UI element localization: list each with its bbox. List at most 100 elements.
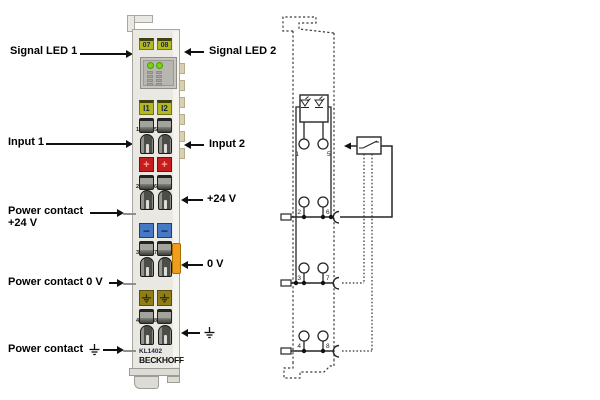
arrowhead-0v [181,261,188,269]
led-diode-symbol [300,96,311,108]
label-power-contact-24v-line1: Power contact [8,205,84,217]
schematic-number-2: 2 [297,209,301,216]
plus-marker-left: + [139,157,154,172]
schematic-number-4: 4 [297,343,301,350]
led-grid-cell [156,83,162,86]
arrow-line-pe [187,332,200,334]
arrowhead-power-contact-0v [117,279,124,287]
terminal-circle-3 [298,262,310,274]
schematic-number-7: 7 [326,275,330,282]
led-grid-cell [156,71,162,74]
arrow-line-input-1 [46,143,127,145]
arrowhead-input-1 [126,140,133,148]
arrowhead-signal-led-1 [126,50,133,58]
plus-marker-right: + [157,157,172,172]
terminal-circle-5 [317,138,329,150]
led-grid-cell [147,75,153,78]
spring-clamp-8 [157,309,172,324]
channel-label-i1: I1 [139,100,154,115]
terminal-circle-2 [298,196,310,208]
wire-contact-1 [140,134,154,154]
module-bottom-bar [129,368,180,376]
label-power-contact-pe-text: Power contact [8,343,84,355]
arrow-line-0v [187,264,203,266]
switch-output-arrowhead [344,142,351,150]
terminal-circle-1 [298,138,310,150]
spring-clamp-7 [157,241,172,256]
wire-contact-6 [158,190,172,210]
module-hook-leg [127,15,135,32]
minus-marker-left: − [139,223,154,238]
switch-return-wires [363,154,373,351]
schematic-input-terminals [298,138,329,150]
arrow-line-power-contact-0v [109,282,119,284]
label-signal-led-1: Signal LED 1 [10,45,78,57]
schematic-row-24v [280,145,393,224]
schematic-row-pe [280,330,372,358]
arrowhead-signal-led-2 [184,48,191,56]
pe-ground-icon-right [204,327,215,339]
module-bottom-foot-left [134,376,159,389]
wire-contact-4 [140,325,154,345]
spring-clamp-2 [139,175,154,190]
label-24v: +24 V [207,193,237,205]
led-symbol-box [299,94,329,123]
arrowhead-power-contact-24v [117,209,124,217]
pe-ground-icon [89,344,100,356]
module-bottom-foot-right [167,376,180,383]
terminal-number-4: 4 [136,318,140,324]
schematic-number-6: 6 [326,209,330,216]
pe-ground-icon-small [142,293,151,302]
spring-clamp-1 [139,118,154,133]
led-grid-cell [156,79,162,82]
wire-contact-5 [158,134,172,154]
label-input-1: Input 1 [8,136,45,148]
terminal-circle-7 [317,262,329,274]
spring-clamp-5 [157,118,172,133]
label-power-contact-24v-line2: +24 V [8,217,38,229]
power-contact-stub-0v [123,283,136,285]
spring-clamp-3 [139,241,154,256]
feedthrough-arc-0v [332,276,340,290]
switch-contact-symbol [344,136,382,155]
schematic-number-3: 3 [297,275,301,282]
signal-led-1-light [147,62,154,69]
label-power-contact-0v: Power contact 0 V [8,276,103,288]
power-contact-stub-24v [123,213,136,215]
orange-release-clip [172,243,181,274]
schematic-number-5: 5 [327,151,331,158]
led-grid-cell [147,71,153,74]
terminal-number-5: 5 [154,127,158,133]
channel-label-07: 07 [139,38,154,50]
wire-contact-2 [140,190,154,210]
schematic-internal-wiring [295,106,332,283]
arrowhead-pe [181,329,188,337]
module-side-tab [179,131,185,142]
channel-label-i2: I2 [157,100,172,115]
arrow-line-signal-led-1 [80,53,127,55]
connection-schematic: 1 5 2 6 [280,16,393,379]
module-side-tab [179,114,185,125]
spring-clamp-6 [157,175,172,190]
module-brand: BECKHOFF [139,355,184,365]
arrow-line-input-2 [190,144,204,146]
power-contact-blade-24v [280,213,292,221]
terminal-circle-6 [317,196,329,208]
wire-contact-3 [140,257,154,277]
module-model: KL1402 [139,348,163,355]
pe-marker-left [139,290,154,306]
arrow-line-24v [187,199,203,201]
channel-label-08: 08 [157,38,172,50]
arrow-line-power-contact-24v [90,212,119,214]
power-contact-stub-pe [123,350,136,352]
module-side-tab [179,63,185,74]
spring-clamp-4 [139,309,154,324]
label-signal-led-2: Signal LED 2 [209,45,277,57]
led-grid-cell [147,83,153,86]
feedthrough-arc-pe [332,344,340,358]
terminal-number-1: 1 [136,127,140,133]
terminal-circle-4 [298,330,310,342]
led-diode-symbol [314,96,325,108]
terminal-number-6: 6 [154,184,158,190]
